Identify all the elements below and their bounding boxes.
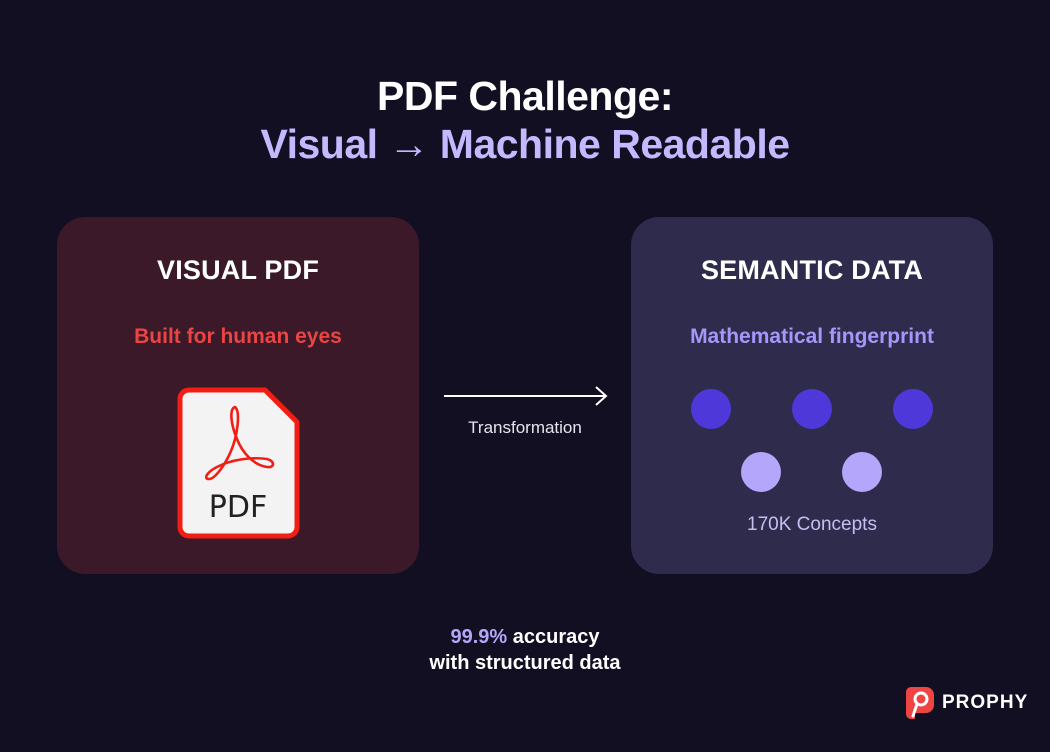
accuracy-detail: with structured data (429, 652, 621, 674)
card-title: SEMANTIC DATA (700, 255, 924, 285)
title-line-1: PDF Challenge: (377, 73, 673, 119)
prophy-logo-icon (906, 687, 934, 719)
accuracy-value: 99.9% (450, 626, 508, 648)
accuracy-label: accuracy (507, 626, 600, 648)
transformation-label: Transformation (468, 418, 582, 437)
brand-name: PROPHY (942, 692, 1029, 713)
brand: PROPHY (906, 687, 1028, 719)
concept-dot (741, 452, 781, 492)
semantic-data-card: SEMANTIC DATA Mathematical fingerprint 1… (631, 217, 993, 574)
pdf-file-icon: PDF (177, 387, 300, 539)
arrow-right-icon (444, 386, 608, 406)
page-title: PDF Challenge: Visual → Machine Readable (0, 72, 1050, 168)
card-subtitle: Built for human eyes (134, 325, 342, 348)
accuracy-note: 99.9% accuracy with structured data (0, 624, 1050, 676)
concept-dot (691, 389, 731, 429)
card-subtitle: Mathematical fingerprint (690, 325, 934, 348)
concept-dot (792, 389, 832, 429)
title-line-2: Visual → Machine Readable (260, 121, 790, 167)
concept-dot (842, 452, 882, 492)
concepts-caption: 170K Concepts (747, 514, 877, 535)
visual-pdf-card: VISUAL PDF Built for human eyes PDF (57, 217, 419, 574)
card-title: VISUAL PDF (156, 255, 320, 285)
concept-dot (893, 389, 933, 429)
svg-text:PDF: PDF (209, 490, 267, 525)
